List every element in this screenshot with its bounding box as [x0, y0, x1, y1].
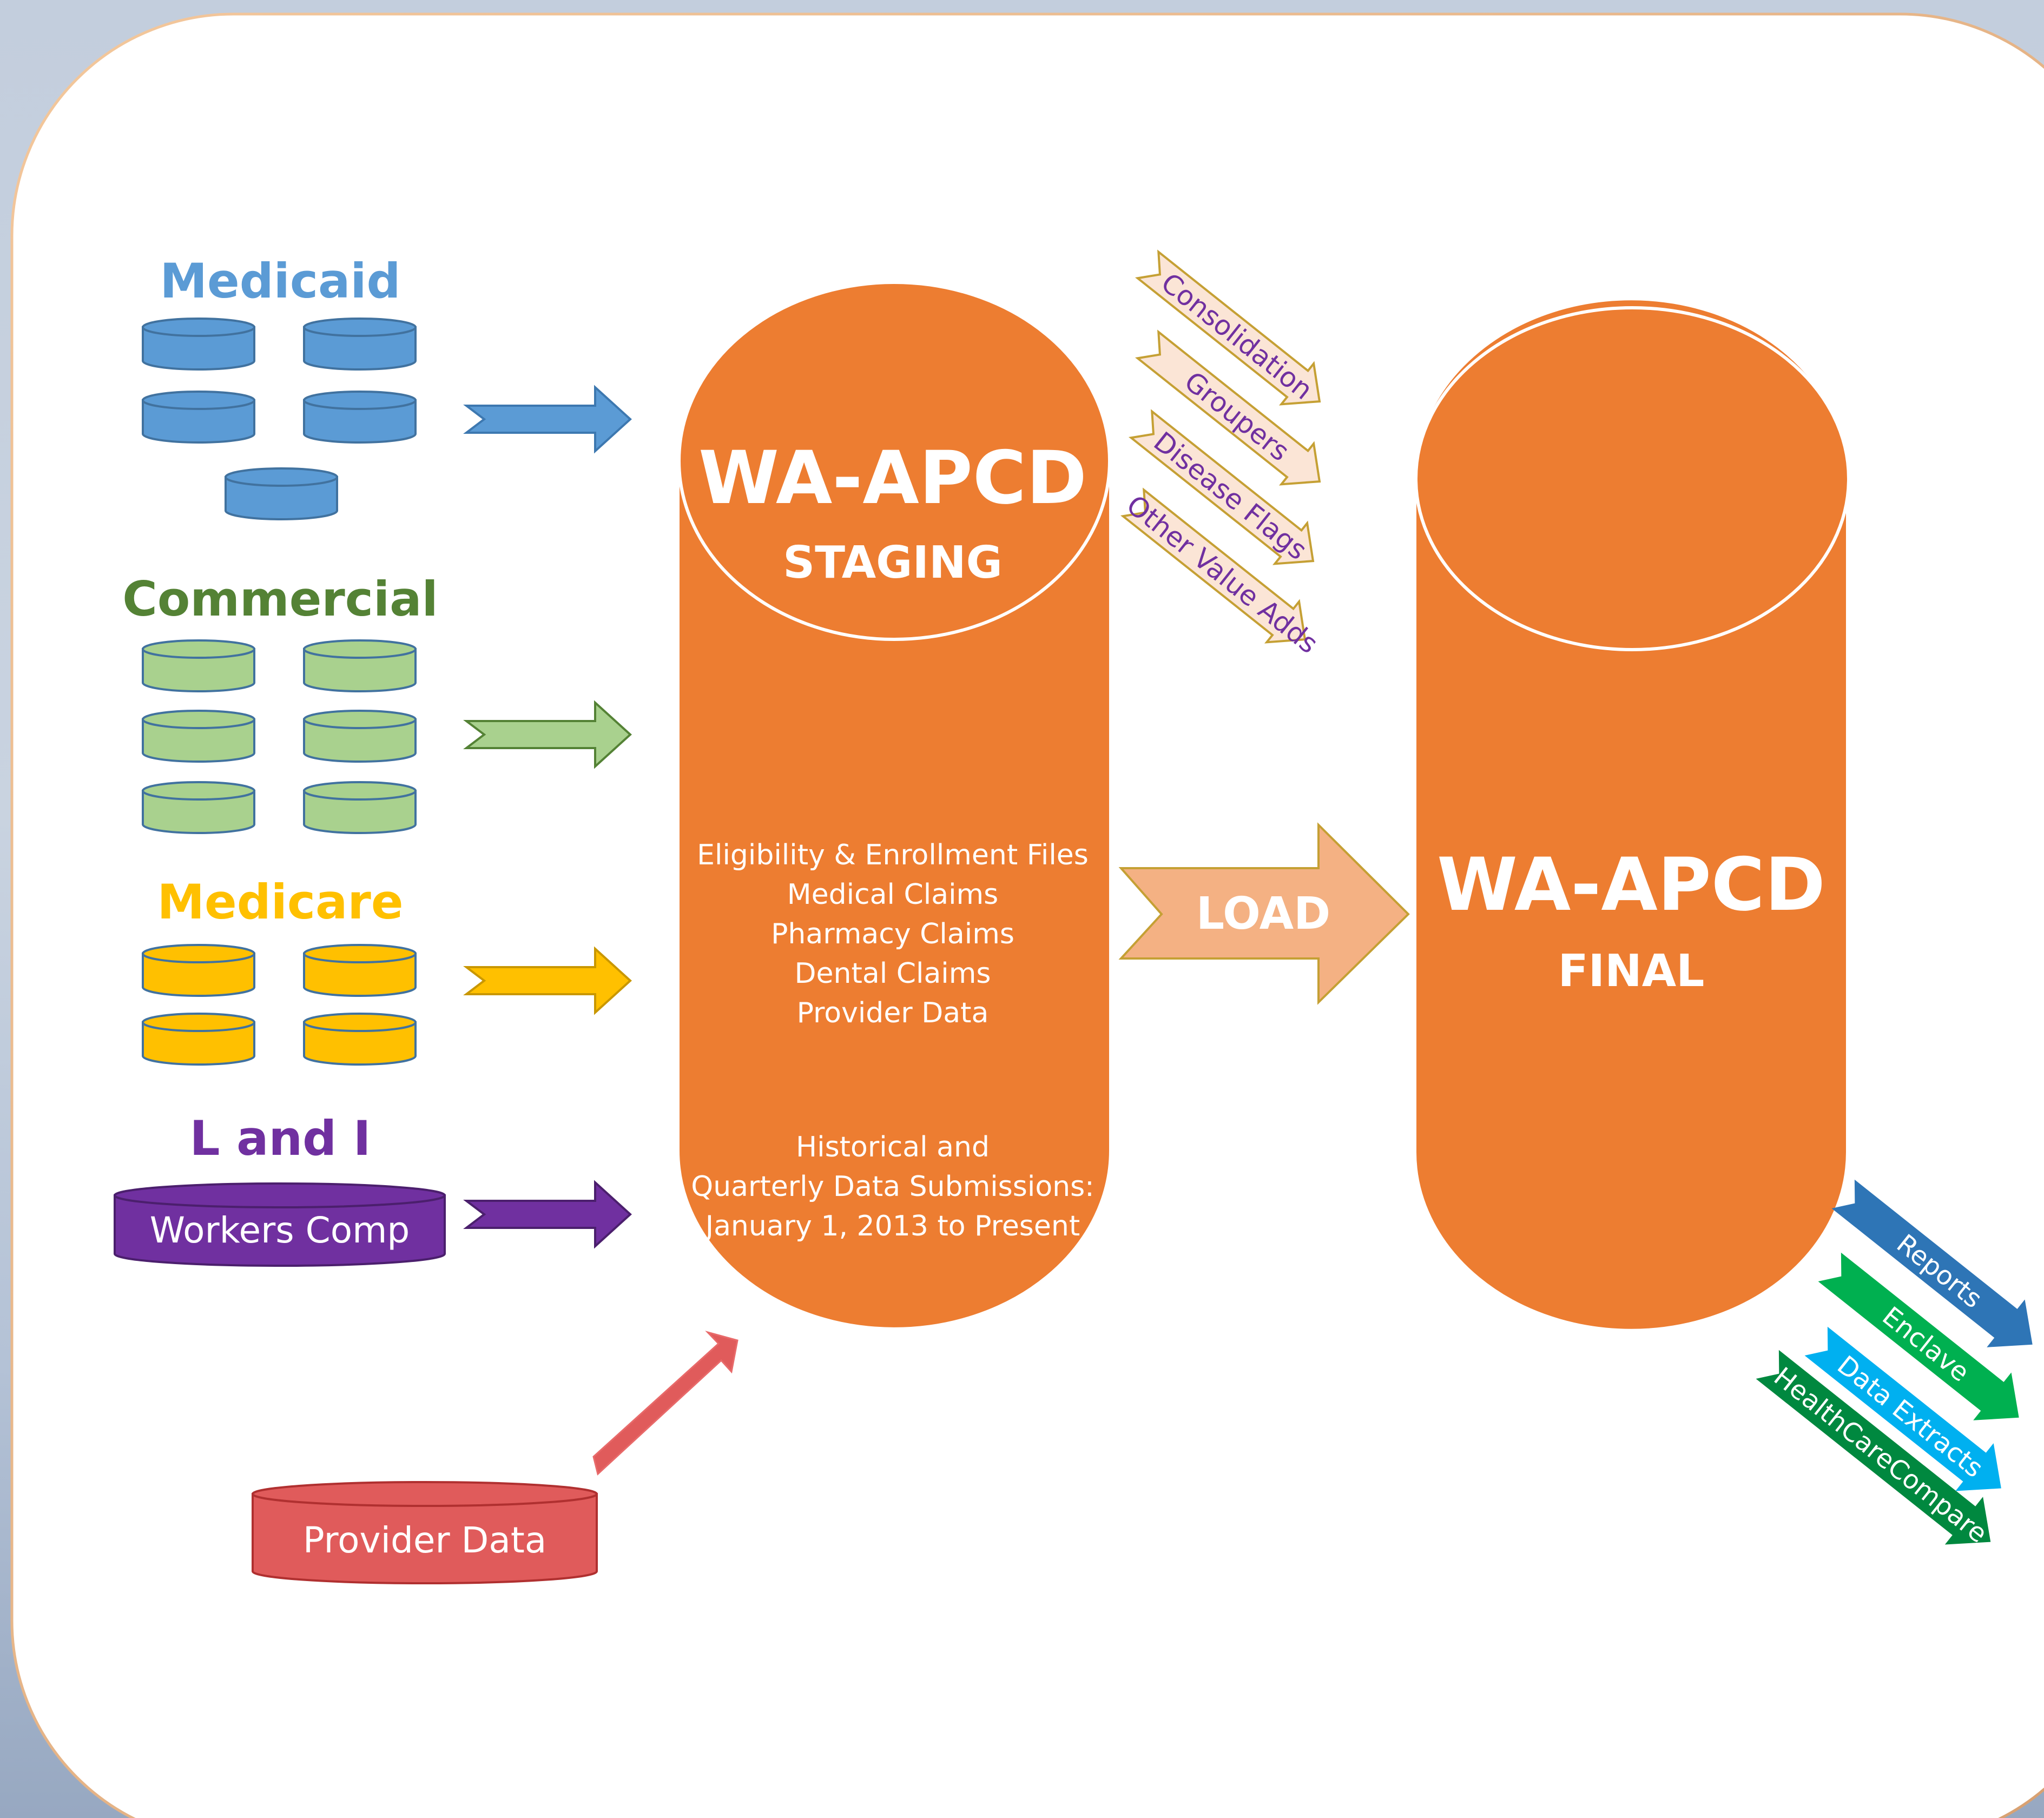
medicare-database — [142, 1013, 255, 1066]
medicare-databases — [142, 944, 417, 1066]
medicare-label: Medicare — [157, 874, 403, 930]
staging-content-item: Pharmacy Claims — [771, 918, 1014, 950]
staging-content-item: Provider Data — [797, 997, 989, 1029]
medicaid-database — [303, 318, 417, 371]
medicare-arrow — [463, 946, 632, 1015]
workers-comp-database: Workers Comp — [114, 1182, 446, 1267]
commercial-label: Commercial — [122, 571, 438, 627]
commercial-database — [303, 639, 417, 692]
provider-data-arrow — [592, 1331, 739, 1476]
staging-content-item: Medical Claims — [787, 878, 999, 911]
medicaid-arrow — [463, 385, 632, 454]
staging-history-line: January 1, 2013 to Present — [704, 1210, 1080, 1242]
load-arrow: LOAD — [1118, 822, 1410, 1005]
final-subtitle: FINAL — [1558, 946, 1705, 997]
l-and-i-arrow — [463, 1180, 632, 1249]
commercial-arrow — [463, 700, 632, 769]
staging-cylinder-top — [677, 281, 1111, 641]
medicaid-database — [303, 391, 417, 444]
medicaid-databases — [142, 318, 417, 520]
provider-data-database: Provider Data — [252, 1481, 598, 1584]
staging-history-line: Quarterly Data Submissions: — [691, 1171, 1094, 1203]
commercial-database — [142, 781, 255, 834]
staging-content-item: Eligibility & Enrollment Files — [697, 839, 1089, 871]
staging-history-line: Historical and — [796, 1131, 990, 1163]
commercial-database — [142, 710, 255, 763]
final-title: WA-APCD — [1437, 842, 1825, 927]
commercial-database — [142, 639, 255, 692]
staging-title: WA-APCD — [698, 435, 1087, 520]
medicaid-database — [142, 318, 255, 371]
final-cylinder: WA-APCD FINAL — [1413, 297, 1850, 1332]
medicare-database — [303, 944, 417, 997]
load-label: LOAD — [1196, 888, 1330, 940]
final-cylinder-top — [1414, 306, 1850, 651]
staging-content-item: Dental Claims — [794, 957, 991, 990]
medicare-database — [303, 1013, 417, 1066]
medicaid-database — [142, 391, 255, 444]
medicare-database — [142, 944, 255, 997]
staging-cylinder: WA-APCD STAGING Eligibility & Enrollment… — [676, 281, 1112, 1331]
staging-subtitle: STAGING — [783, 537, 1003, 589]
medicaid-database — [225, 467, 338, 520]
commercial-database — [303, 710, 417, 763]
workers-comp-label: Workers Comp — [150, 1209, 410, 1251]
l-and-i-label: L and I — [189, 1110, 371, 1166]
commercial-databases — [142, 639, 417, 834]
commercial-database — [303, 781, 417, 834]
medicaid-label: Medicaid — [160, 253, 400, 309]
provider-data-label: Provider Data — [303, 1519, 546, 1561]
